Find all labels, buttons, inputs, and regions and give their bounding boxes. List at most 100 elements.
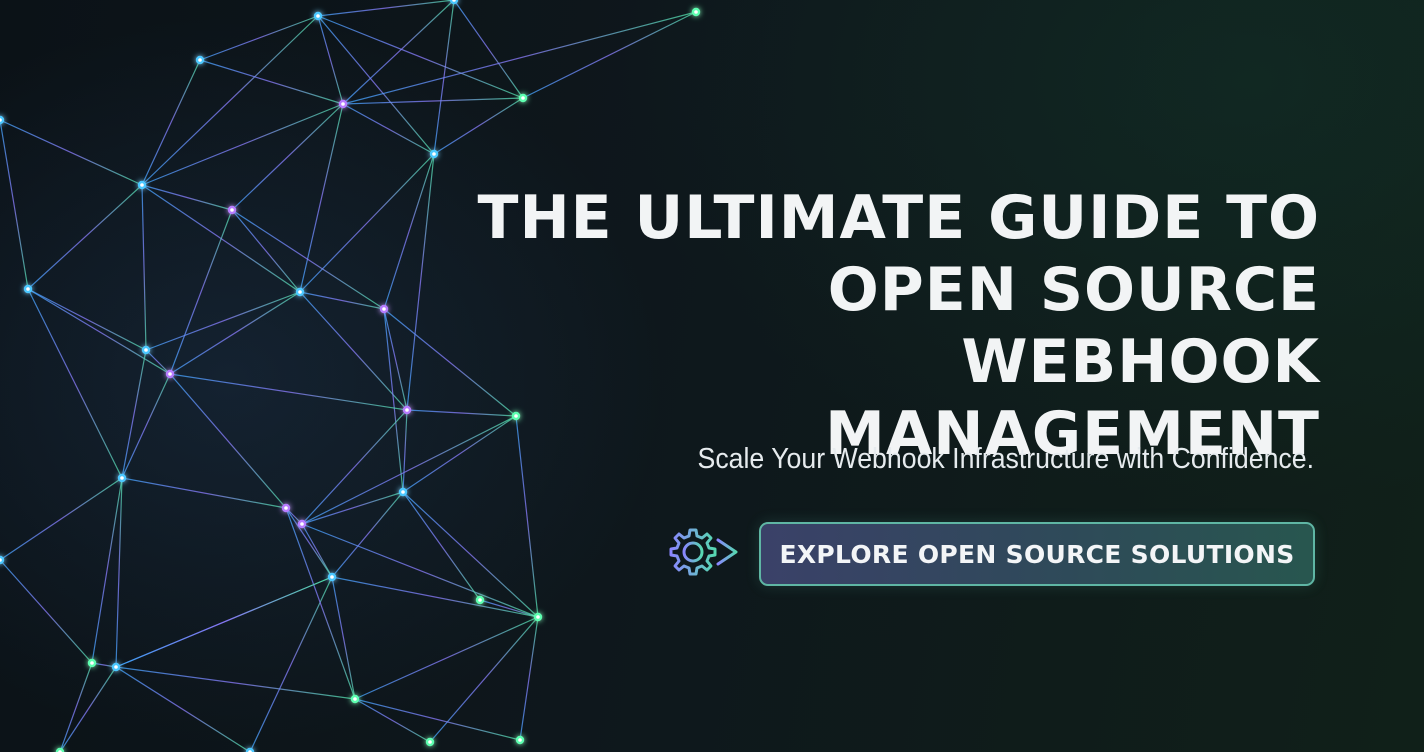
network-edge (515, 415, 539, 618)
network-node (245, 747, 255, 752)
network-node-core (0, 118, 2, 122)
network-edge (479, 599, 539, 618)
network-node (449, 0, 459, 5)
network-edge (331, 491, 404, 578)
headline: THE ULTIMATE GUIDE TO OPEN SOURCE WEBHOO… (460, 182, 1320, 470)
network-node-core (401, 490, 405, 494)
network-edge (285, 507, 356, 700)
network-edge (199, 59, 344, 105)
network-edge (317, 15, 524, 99)
network-edge (0, 477, 123, 561)
network-edge (141, 103, 344, 186)
network-edge (27, 184, 143, 290)
network-edge (299, 291, 385, 310)
network-edge (406, 409, 517, 417)
network-node-core (518, 738, 522, 742)
network-edge (27, 288, 147, 351)
network-node-core (298, 290, 302, 294)
network-node-core (316, 14, 320, 18)
network-edge (301, 415, 517, 525)
network-edge (331, 576, 539, 618)
network-node-core (514, 414, 518, 418)
network-edge (299, 291, 408, 411)
network-edge (145, 291, 301, 351)
network-edge (301, 523, 539, 618)
explore-solutions-button-label: EXPLORE OPEN SOURCE SOLUTIONS (779, 539, 1295, 569)
network-edge (317, 15, 344, 105)
network-node-core (284, 506, 288, 510)
network-edge (301, 523, 333, 578)
network-node-core (330, 575, 334, 579)
network-edge (519, 616, 539, 741)
network-node-core (230, 208, 234, 212)
network-edge (0, 119, 143, 186)
network-node-core (353, 697, 357, 701)
network-node-core (114, 665, 118, 669)
gear-arrow-icon (669, 528, 738, 576)
network-edge (0, 559, 93, 664)
network-edge (383, 153, 435, 310)
explore-solutions-button[interactable]: EXPLORE OPEN SOURCE SOLUTIONS (759, 522, 1315, 586)
network-edge (0, 119, 29, 290)
network-edge (121, 349, 147, 479)
network-edge (169, 209, 233, 375)
network-edge (383, 308, 517, 417)
network-edge (522, 11, 697, 99)
network-edge (115, 576, 333, 668)
network-node (0, 115, 5, 125)
network-edge (402, 491, 481, 601)
network-edge (121, 477, 287, 509)
network-node-core (120, 476, 124, 480)
cta-row: EXPLORE OPEN SOURCE SOLUTIONS (660, 520, 1320, 592)
network-edge (91, 477, 123, 664)
network-node (55, 747, 65, 752)
network-edge (383, 308, 404, 493)
headline-line-3: MANAGEMENT (825, 399, 1320, 469)
network-edge (141, 184, 147, 351)
network-edge (342, 103, 435, 155)
network-node (0, 555, 5, 565)
network-edge (59, 666, 117, 752)
network-node-core (694, 10, 698, 14)
network-nodes (0, 0, 701, 752)
network-edge (383, 308, 408, 411)
network-edge (115, 666, 251, 752)
network-edge (169, 373, 408, 411)
network-edge (317, 15, 435, 155)
headline-line-2: OPEN SOURCE WEBHOOK (827, 255, 1320, 397)
network-node-core (140, 183, 144, 187)
network-node-core (452, 0, 456, 2)
network-node-core (90, 661, 94, 665)
network-edge (342, 11, 697, 105)
subtitle: Scale Your Webhook Infrastructure with C… (697, 443, 1314, 475)
network-edge (141, 184, 233, 211)
network-edge (231, 209, 301, 293)
network-edge (301, 491, 404, 525)
network-edge (342, 0, 455, 105)
network-node-core (144, 348, 148, 352)
network-edge (299, 153, 435, 293)
network-edge (433, 0, 455, 155)
network-edge (317, 0, 455, 17)
network-node-core (432, 152, 436, 156)
network-edge (354, 698, 521, 741)
network-node-core (536, 615, 540, 619)
headline-line-1: THE ULTIMATE GUIDE TO (477, 183, 1320, 253)
network-node-core (26, 287, 30, 291)
network-node-core (405, 408, 409, 412)
network-edge (406, 153, 435, 411)
network-edge (27, 288, 171, 375)
network-edges (0, 0, 697, 752)
network-node-core (428, 740, 432, 744)
network-node-core (300, 522, 304, 526)
network-edge (285, 507, 333, 578)
network-edge (402, 409, 408, 493)
network-edge (169, 291, 301, 375)
network-node-core (341, 102, 345, 106)
network-edge (429, 616, 539, 743)
network-edge (354, 698, 431, 743)
network-edge (299, 103, 344, 293)
network-edge (115, 477, 123, 668)
network-node-core (168, 372, 172, 376)
